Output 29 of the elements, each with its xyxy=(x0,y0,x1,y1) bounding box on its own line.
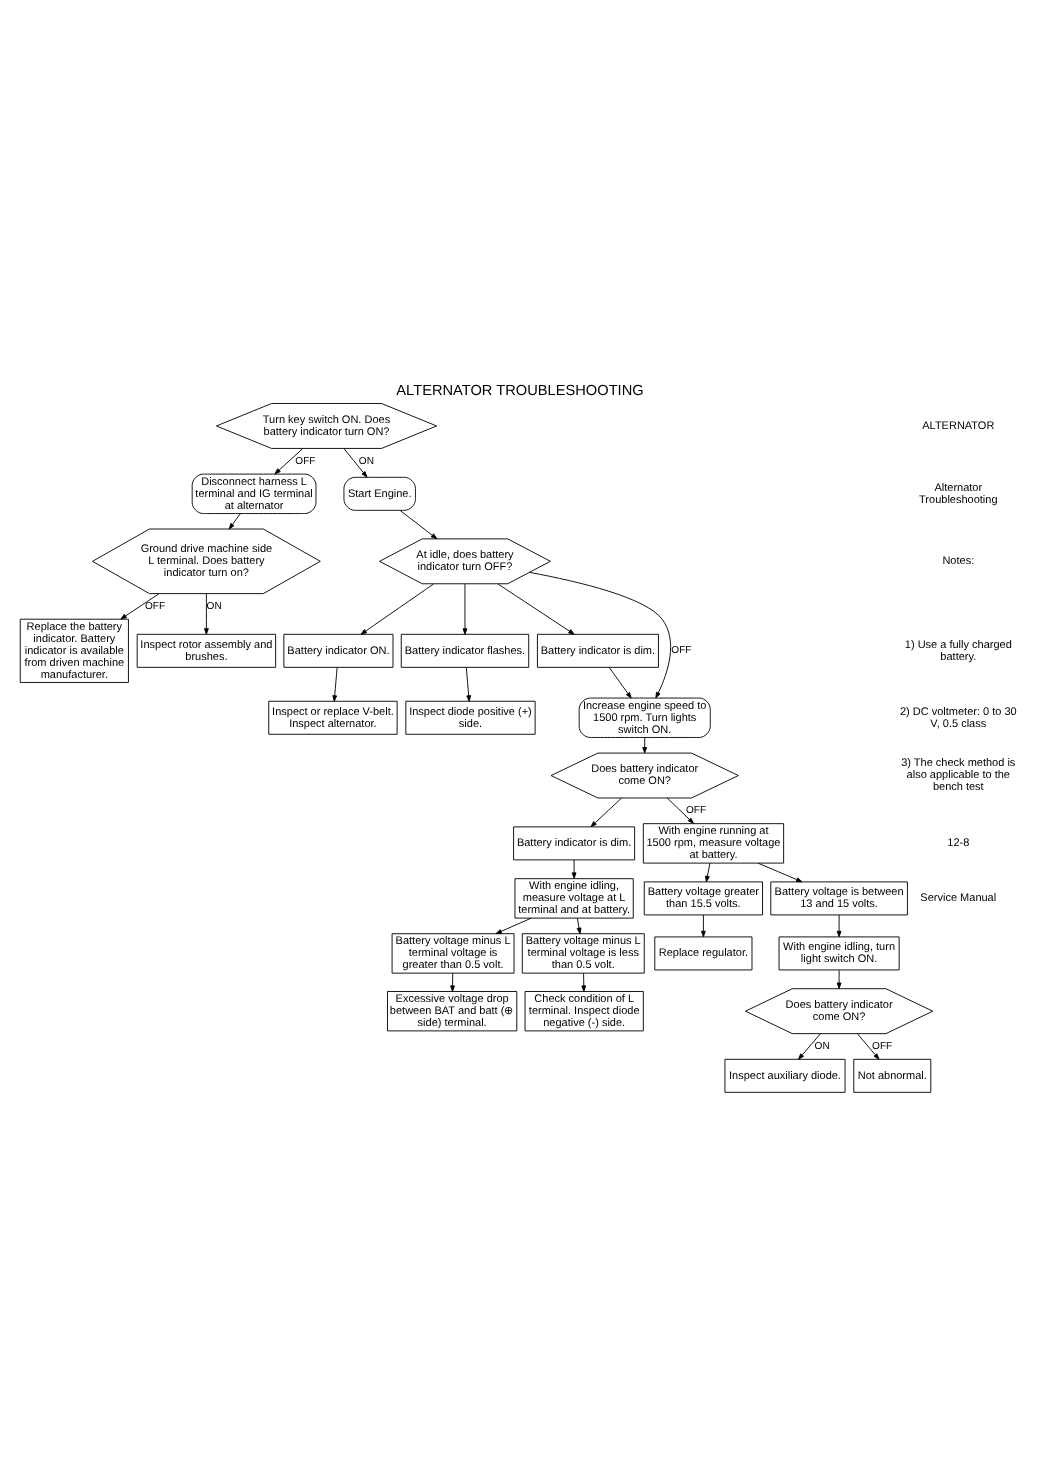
arrow xyxy=(495,917,532,935)
arrow xyxy=(757,862,803,883)
arrow xyxy=(590,797,623,828)
arrow xyxy=(360,583,435,635)
arrow xyxy=(497,583,575,635)
arrow xyxy=(571,859,577,879)
arrow xyxy=(705,862,711,883)
arrow xyxy=(465,667,472,702)
arrow xyxy=(836,969,842,989)
arrow xyxy=(529,571,672,699)
arrow xyxy=(204,593,209,635)
arrow xyxy=(836,914,842,938)
arrow xyxy=(343,448,368,478)
arrow xyxy=(399,510,438,540)
arrow xyxy=(581,972,587,992)
diagram-title: ALTERNATOR TROUBLESHOOTING xyxy=(396,381,644,400)
arrow xyxy=(576,917,582,935)
arrow xyxy=(332,667,338,702)
arrow xyxy=(462,583,468,635)
arrow xyxy=(120,593,160,620)
arrow xyxy=(642,737,648,754)
arrow xyxy=(666,797,694,824)
arrow xyxy=(701,914,706,938)
arrow xyxy=(798,1033,821,1060)
arrow xyxy=(608,667,632,699)
arrow xyxy=(856,1033,880,1060)
arrow xyxy=(228,513,241,530)
arrow xyxy=(450,972,455,992)
arrow xyxy=(274,448,304,475)
